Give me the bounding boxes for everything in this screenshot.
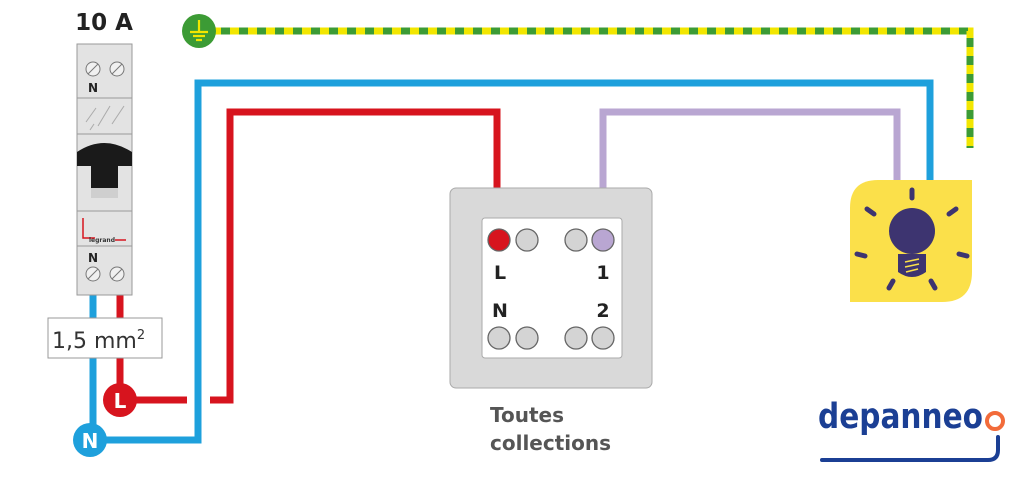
- neutral-wire: [89, 79, 934, 444]
- svg-text:depanneo: depanneo: [818, 397, 983, 437]
- switch-label-L: L: [494, 262, 506, 284]
- breaker-window: [85, 105, 125, 131]
- neutral-marker: N: [73, 423, 107, 457]
- earth-terminal: [182, 14, 216, 48]
- switch: L 1 N 2: [449, 187, 653, 389]
- return-wire: [599, 108, 901, 240]
- logo-orange-ring: [985, 411, 1005, 431]
- earth-ground-icon: [190, 20, 208, 42]
- breaker-bottom-label: N: [88, 251, 98, 265]
- breaker-top-label: N: [88, 81, 98, 95]
- svg-text:L: L: [114, 389, 127, 413]
- svg-text:1,5 mm2: 1,5 mm2: [52, 328, 145, 354]
- switch-label-2: 2: [596, 300, 609, 322]
- svg-text:N: N: [82, 429, 99, 453]
- lamp: [850, 180, 972, 302]
- breaker-rating: 10 A: [75, 10, 133, 36]
- switch-caption-line2: collections: [490, 431, 611, 455]
- screw-icon: [85, 61, 125, 282]
- light-bulb-icon: [854, 187, 970, 291]
- switch-terminals: [487, 228, 615, 350]
- circuit-breaker: 10 A N legrand N: [75, 10, 133, 296]
- depanneo-logo: depanneo: [818, 397, 1005, 462]
- cable-section-label: 1,5 mm2: [47, 317, 163, 359]
- switch-caption-line1: Toutes: [490, 403, 564, 427]
- switch-label-N: N: [492, 300, 508, 322]
- phase-marker: L: [103, 383, 137, 417]
- earth-wire: [212, 27, 974, 148]
- breaker-brand: legrand: [89, 237, 115, 244]
- switch-label-1: 1: [596, 262, 609, 284]
- phase-wire: [116, 108, 501, 404]
- breaker-toggle: [77, 143, 132, 188]
